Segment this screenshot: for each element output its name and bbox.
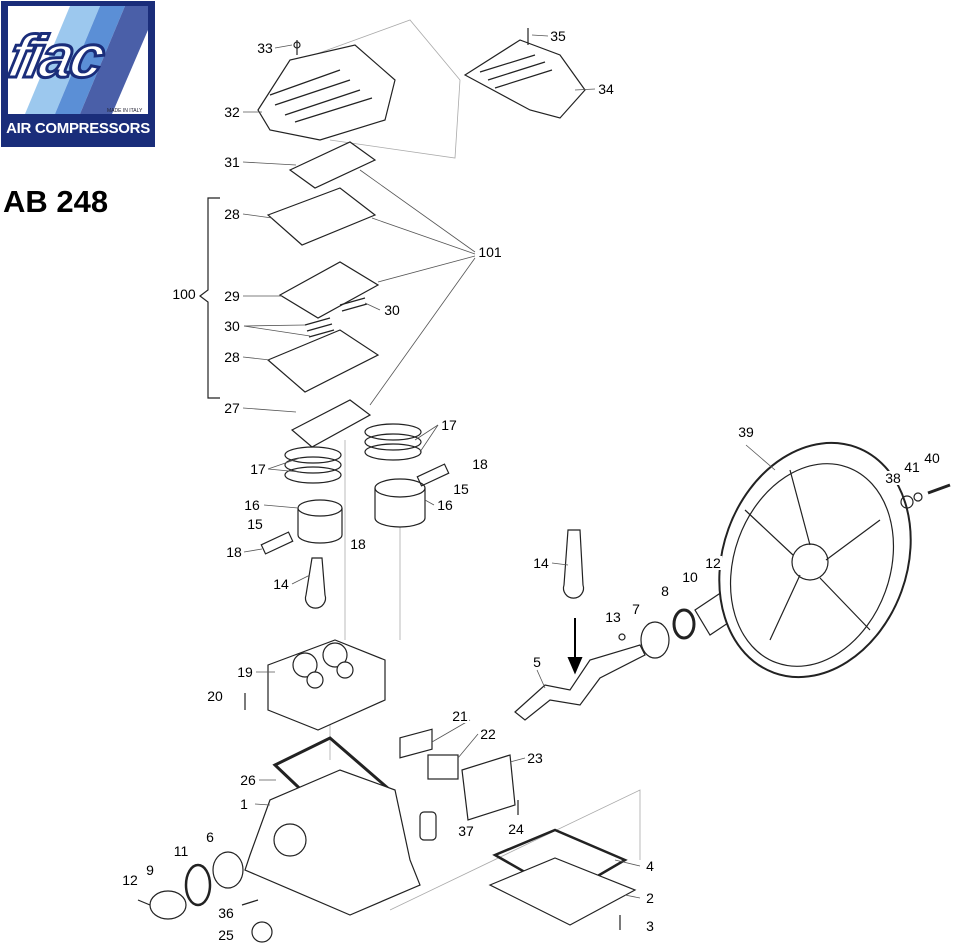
- fiac-logo: fiac MADE IN ITALY AIR COMPRESSORS: [0, 0, 156, 148]
- callout-17: 17: [440, 417, 458, 433]
- part-27-gasket: [290, 399, 372, 448]
- callout-12-right: 12: [704, 555, 722, 571]
- part-17-rings: [284, 423, 422, 484]
- callout-18-mid: 18: [349, 536, 367, 552]
- callout-28-lower: 28: [223, 349, 241, 365]
- callout-34: 34: [597, 81, 615, 97]
- part-28-valve-plate: [266, 187, 377, 246]
- part-29-gasket: [278, 261, 380, 319]
- part-40-bolt: [927, 483, 951, 495]
- callout-23: 23: [526, 750, 544, 766]
- callout-35: 35: [549, 28, 567, 44]
- callout-29: 29: [223, 288, 241, 304]
- part-13-key: [618, 633, 626, 641]
- callout-15: 15: [452, 481, 470, 497]
- callout-25: 25: [217, 927, 235, 943]
- part-36-screw: [241, 899, 259, 906]
- part-9-flange: [149, 890, 187, 920]
- callout-9: 9: [145, 862, 155, 878]
- callout-100: 100: [171, 286, 197, 302]
- callout-39: 39: [737, 424, 755, 440]
- part-25-plug: [251, 921, 273, 943]
- part-12-screw: [137, 899, 151, 906]
- callout-26: 26: [239, 772, 257, 788]
- callout-6: 6: [205, 829, 215, 845]
- callout-20: 20: [206, 688, 224, 704]
- part-41-lock-washer: [913, 492, 923, 502]
- callout-22: 22: [479, 726, 497, 742]
- callout-14: 14: [272, 576, 290, 592]
- callout-7: 7: [631, 601, 641, 617]
- part-6-bearing: [212, 851, 244, 889]
- callout-27: 27: [223, 400, 241, 416]
- callout-38: 38: [884, 470, 902, 486]
- callout-5: 5: [532, 654, 542, 670]
- part-23-breather: [461, 754, 516, 821]
- callout-36: 36: [217, 905, 235, 921]
- callout-18-left: 18: [225, 544, 243, 560]
- part-1-crankcase: [244, 769, 421, 916]
- callout-40: 40: [923, 450, 941, 466]
- logo-subtitle: AIR COMPRESSORS: [6, 120, 150, 137]
- callout-19: 19: [236, 664, 254, 680]
- callout-8: 8: [660, 583, 670, 599]
- callout-15-left: 15: [246, 516, 264, 532]
- callout-16: 16: [436, 497, 454, 513]
- callout-33: 33: [256, 40, 274, 56]
- part-7-bearing: [640, 621, 670, 659]
- callout-32: 32: [223, 104, 241, 120]
- callout-28: 28: [223, 206, 241, 222]
- callout-101: 101: [477, 244, 503, 260]
- callout-2: 2: [645, 890, 655, 906]
- callout-11: 11: [172, 843, 190, 859]
- part-2-bottom-cover: [488, 857, 637, 926]
- assembly-arrow-icon: [567, 618, 583, 675]
- part-31-gasket: [288, 141, 377, 189]
- part-11-oring: [184, 863, 212, 907]
- part-21-cover: [399, 728, 433, 759]
- part-39-pulley: [718, 441, 912, 679]
- callout-4: 4: [645, 858, 655, 874]
- part-34-cover: [463, 28, 586, 119]
- logo-made-in: MADE IN ITALY: [107, 108, 143, 114]
- callout-31: 31: [223, 154, 241, 170]
- part-32-cylinder-head: [257, 40, 396, 141]
- part-38-washer: [900, 495, 914, 509]
- callout-16-left: 16: [243, 497, 261, 513]
- bracket-100: [199, 197, 220, 399]
- part-19-cylinder: [267, 639, 386, 731]
- callout-30: 30: [383, 302, 401, 318]
- part-14-connecting-rods: [304, 529, 585, 609]
- leader-lines: [242, 34, 776, 899]
- callout-37: 37: [457, 823, 475, 839]
- callout-17-left: 17: [249, 461, 267, 477]
- callout-24: 24: [507, 821, 525, 837]
- callout-18: 18: [471, 456, 489, 472]
- part-15-pins: [260, 463, 450, 555]
- callout-30-left: 30: [223, 318, 241, 334]
- callout-1: 1: [239, 796, 249, 812]
- callout-12: 12: [121, 872, 139, 888]
- callout-10: 10: [681, 569, 699, 585]
- part-5-crankshaft: [514, 644, 646, 721]
- part-16-pistons: [297, 478, 426, 544]
- callout-13: 13: [604, 609, 622, 625]
- part-22-filter: [427, 754, 459, 780]
- callout-21: 21: [451, 708, 469, 724]
- callout-3: 3: [645, 918, 655, 934]
- part-8-seal: [672, 608, 696, 640]
- callout-14-right: 14: [532, 555, 550, 571]
- part-28-valve-plate-lower: [266, 329, 380, 393]
- callout-41: 41: [903, 459, 921, 475]
- model-title: AB 248: [3, 184, 109, 219]
- part-37-plug: [419, 811, 437, 841]
- part-30-reeds: [304, 297, 368, 338]
